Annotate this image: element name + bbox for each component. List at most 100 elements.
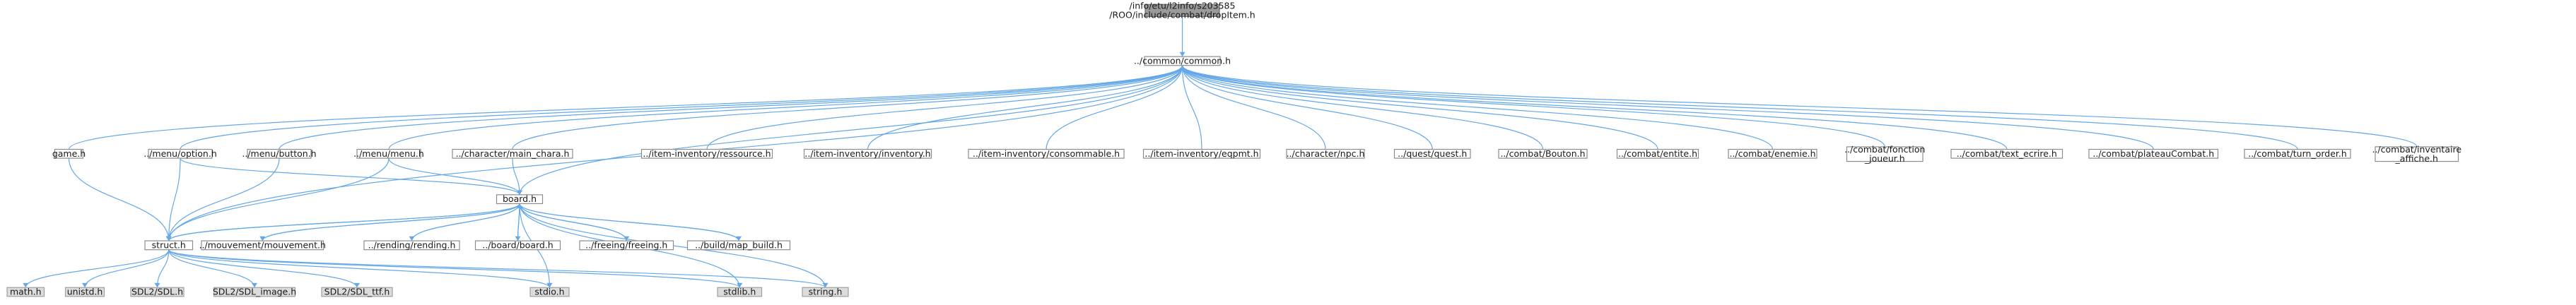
node-box bbox=[686, 240, 791, 251]
node-entite[interactable]: ../combat/entite.h bbox=[1616, 148, 1699, 159]
node-stdlib[interactable]: stdlib.h bbox=[717, 287, 763, 297]
edge-inventaire-to-common bbox=[1181, 65, 2418, 148]
node-enemie[interactable]: ../combat/enemie.h bbox=[1728, 148, 1817, 159]
node-sdl-image[interactable]: SDL2/SDL_image.h bbox=[213, 287, 296, 297]
node-box bbox=[496, 194, 544, 205]
node-label: ../menu/menu.h bbox=[353, 148, 424, 159]
node-label: ../common/common.h bbox=[1134, 55, 1231, 66]
node-box bbox=[144, 240, 194, 251]
graph-edges bbox=[23, 16, 2418, 288]
arrowhead-struct-to-board bbox=[517, 203, 522, 208]
arrowhead-struct-to-sdl_image bbox=[252, 282, 257, 288]
arrowhead-root-to-common bbox=[1179, 52, 1185, 57]
edge-map_build-to-board bbox=[519, 203, 739, 241]
edge-menu_option-to-board bbox=[180, 157, 520, 196]
node-menu-menu[interactable]: ../menu/menu.h bbox=[353, 148, 424, 159]
node-box bbox=[1728, 148, 1817, 159]
node-box bbox=[130, 287, 185, 297]
node-label: ../item-inventory/ressource.h bbox=[643, 148, 771, 159]
node-box bbox=[968, 148, 1125, 159]
node-label: _affiche.h bbox=[2395, 153, 2438, 164]
node-menu-option[interactable]: ../menu/option.h bbox=[144, 148, 217, 159]
edge-struct-to-unistd bbox=[84, 249, 170, 288]
arrowhead-struct-to-unistd bbox=[82, 282, 88, 288]
node-rending[interactable]: ../rending/rending.h bbox=[363, 239, 460, 250]
node-label: ../combat/Bouton.h bbox=[1500, 148, 1585, 159]
node-map-build[interactable]: ../build/map_build.h bbox=[686, 239, 791, 251]
node-struct[interactable]: struct.h bbox=[144, 239, 194, 251]
node-label: game.h bbox=[52, 148, 86, 159]
edge-consommable-to-common bbox=[1046, 65, 1183, 150]
node-box bbox=[1286, 148, 1365, 159]
edge-struct-to-math bbox=[25, 249, 170, 288]
node-box bbox=[54, 148, 84, 159]
node-board-board[interactable]: ../board/board.h bbox=[474, 239, 561, 251]
node-box bbox=[452, 148, 573, 159]
node-box bbox=[1144, 4, 1220, 18]
node-main-chara[interactable]: ../character/main_chara.h bbox=[452, 148, 573, 159]
node-menu-button[interactable]: ../menu/button.h bbox=[242, 148, 316, 159]
node-label: ../combat/plateauCombat.h bbox=[2092, 148, 2214, 159]
edge-enemie-to-common bbox=[1181, 65, 1774, 150]
node-box bbox=[1144, 56, 1221, 66]
node-label: unistd.h bbox=[67, 287, 103, 297]
edge-menu_menu-to-common bbox=[388, 65, 1183, 150]
node-box bbox=[247, 148, 312, 159]
edge-board_board-to-board bbox=[517, 203, 520, 241]
edge-game-to-struct bbox=[68, 158, 170, 241]
edge-eqpmt-to-common bbox=[1181, 65, 1202, 150]
arrowhead-struct-to-string bbox=[822, 282, 829, 288]
node-eqpmt[interactable]: ../item-inventory/eqpmt.h bbox=[1142, 148, 1261, 159]
edge-menu_menu-to-board bbox=[388, 157, 520, 196]
node-mouvement[interactable]: ../mouvement/mouvement.h bbox=[199, 239, 326, 250]
edge-struct-to-sdl bbox=[156, 249, 170, 288]
node-npc[interactable]: ../character/npc.h bbox=[1286, 148, 1365, 159]
graph-nodes: /info/etu/l2info/s203585/ROO/include/com… bbox=[6, 0, 2461, 297]
edge-game-to-common bbox=[68, 65, 1183, 150]
edge-menu_option-to-struct bbox=[168, 158, 181, 241]
edge-fonction_joueur-to-common bbox=[1181, 65, 1885, 148]
node-consommable[interactable]: ../item-inventory/consommable.h bbox=[968, 148, 1125, 159]
node-string[interactable]: string.h bbox=[802, 287, 849, 297]
node-label: ../mouvement/mouvement.h bbox=[199, 239, 326, 250]
node-common[interactable]: ../common/common.h bbox=[1134, 55, 1231, 66]
node-turn-order[interactable]: ../combat/turn_order.h bbox=[2244, 148, 2351, 159]
node-box bbox=[201, 240, 324, 251]
node-root[interactable]: /info/etu/l2info/s203585/ROO/include/com… bbox=[1109, 0, 1255, 20]
node-box bbox=[1616, 148, 1699, 159]
node-game[interactable]: game.h bbox=[52, 148, 86, 159]
node-unistd[interactable]: unistd.h bbox=[64, 287, 105, 297]
node-text-ecrire[interactable]: ../combat/text_ecrire.h bbox=[1950, 148, 2063, 159]
edge-menu_menu-to-struct bbox=[168, 158, 390, 241]
edge-struct-to-stdlib bbox=[168, 249, 740, 288]
edge-struct-to-stdio bbox=[168, 249, 551, 288]
node-box bbox=[529, 287, 570, 297]
node-inventaire[interactable]: ../combat/inventaire_affiche.h bbox=[2372, 144, 2461, 164]
node-inventory[interactable]: ../item-inventory/inventory.h bbox=[803, 148, 932, 159]
node-box bbox=[1498, 148, 1588, 159]
node-stdio[interactable]: stdio.h bbox=[529, 287, 570, 297]
node-math[interactable]: math.h bbox=[6, 287, 45, 297]
node-sdl[interactable]: SDL2/SDL.h bbox=[130, 287, 185, 297]
arrowhead-struct-to-stdio bbox=[546, 282, 553, 288]
node-box bbox=[1393, 148, 1471, 159]
node-label: _joueur.h bbox=[1864, 153, 1905, 164]
node-quest[interactable]: ../quest/quest.h bbox=[1393, 148, 1471, 159]
node-freeing[interactable]: ../freeing/freeing.h bbox=[579, 239, 674, 250]
node-bouton[interactable]: ../combat/Bouton.h bbox=[1498, 148, 1588, 159]
arrowhead-board-to-mouvement bbox=[259, 236, 266, 241]
node-box bbox=[803, 148, 932, 159]
node-board[interactable]: board.h bbox=[496, 193, 544, 205]
arrowhead-board-to-map_build bbox=[736, 236, 742, 241]
edge-main_chara-to-common bbox=[512, 65, 1183, 150]
node-box bbox=[474, 240, 561, 251]
node-label: SDL2/SDL_image.h bbox=[213, 287, 296, 297]
node-plateau[interactable]: ../combat/plateauCombat.h bbox=[2088, 148, 2219, 159]
node-ressource[interactable]: ../item-inventory/ressource.h bbox=[640, 148, 773, 159]
node-label: SDL2/SDL.h bbox=[131, 287, 183, 297]
node-box bbox=[2375, 146, 2459, 162]
edge-inventory-to-common bbox=[867, 65, 1183, 150]
node-sdl-ttf[interactable]: SDL2/SDL_ttf.h bbox=[321, 287, 393, 297]
node-fonction-joueur[interactable]: ../combat/fonction_joueur.h bbox=[1844, 144, 1925, 164]
